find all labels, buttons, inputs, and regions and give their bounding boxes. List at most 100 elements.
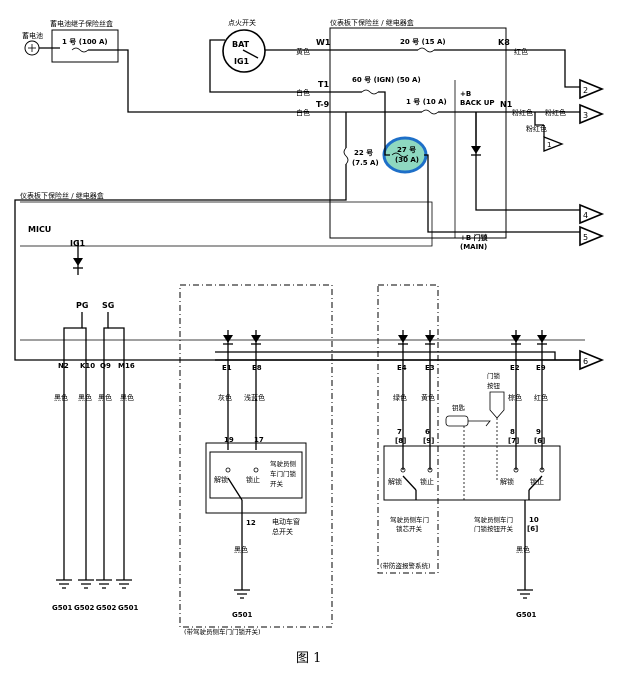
- master-color-gray: 灰色: [218, 393, 232, 402]
- svg-text:Q9: Q9: [100, 362, 111, 370]
- svg-text:[6]: [6]: [527, 525, 538, 533]
- wire-color-pink-1: 粉红色: [512, 108, 533, 117]
- battery-label: 蓄电池: [22, 31, 43, 40]
- svg-text:门锁按钮开关: 门锁按钮开关: [474, 524, 514, 533]
- svg-text:E9: E9: [536, 364, 546, 372]
- fuse-20: 20 号 (15 A): [400, 37, 446, 46]
- terminal-k8: K8: [498, 38, 510, 47]
- ignition-bat-label: BAT: [232, 40, 250, 49]
- svg-text:驾驶员侧车门: 驾驶员侧车门: [474, 515, 513, 524]
- fuse-1: 1 号 (10 A): [406, 97, 447, 106]
- svg-text:6: 6: [425, 428, 430, 436]
- driver-door-lock-switch: [209, 451, 303, 499]
- wire-color-pink-3: 粉红色: [526, 124, 547, 133]
- door-switch-body: [383, 445, 561, 501]
- svg-text:G501: G501: [52, 604, 72, 612]
- ground-pin-q9: Q9 黑色 G502: [96, 340, 116, 612]
- connector-6: 6: [579, 349, 605, 371]
- svg-text:17: 17: [254, 436, 264, 444]
- svg-text:G501: G501: [118, 604, 138, 612]
- wire-color-red: 红色: [514, 47, 528, 56]
- lock-knob-icon: [489, 391, 505, 419]
- svg-text:按钮: 按钮: [487, 381, 501, 390]
- dash-fuse-box-top: [329, 27, 507, 239]
- ground-pin-n2: N2 黑色 G501: [52, 340, 72, 612]
- svg-text:解锁: 解锁: [500, 477, 514, 486]
- svg-text:[7]: [7]: [508, 437, 519, 445]
- figure-caption: 图 1: [296, 651, 321, 666]
- svg-text:开关: 开关: [270, 479, 284, 488]
- svg-text:黑色: 黑色: [98, 393, 112, 402]
- connector-4: 4: [579, 203, 605, 225]
- dash-fuse-box-top-label: 仪表板下保险丝 / 继电器盒: [330, 18, 414, 27]
- fuse-22-a: 22 号: [354, 148, 373, 157]
- svg-text:19: 19: [224, 436, 234, 444]
- door-ground: G501: [516, 611, 536, 619]
- svg-text:7: 7: [397, 428, 402, 436]
- svg-text:电动车窗: 电动车窗: [272, 517, 300, 526]
- backup-label-b: BACK UP: [460, 99, 495, 107]
- fuse-22-b: (7.5 A): [352, 159, 379, 167]
- connector-2: 2: [579, 78, 605, 100]
- svg-text:3: 3: [583, 111, 588, 120]
- svg-text:绿色: 绿色: [393, 393, 407, 402]
- svg-text:解锁: 解锁: [214, 475, 228, 484]
- battery-fuse-box: [51, 29, 119, 63]
- ignition-switch-label: 点火开关: [228, 18, 256, 27]
- doorlock-label-b: (MAIN): [460, 243, 487, 251]
- fuse-27-highlight: [382, 136, 428, 174]
- key-label: 钥匙: [452, 403, 466, 412]
- ignition-switch: [222, 29, 266, 73]
- terminal-n1: N1: [500, 100, 513, 109]
- alarm-system-frame: [377, 284, 439, 574]
- svg-text:解锁: 解锁: [388, 477, 402, 486]
- connector-5: 5: [579, 225, 605, 247]
- main-fuse-label: 1 号 (100 A): [62, 37, 108, 46]
- battery-fuse-box-label: 蓄电池继子保险丝盒: [50, 19, 113, 28]
- svg-text:5: 5: [583, 233, 588, 242]
- wire-color-white-2: 白色: [296, 108, 310, 117]
- svg-text:锁止: 锁止: [420, 477, 434, 486]
- svg-text:黑色: 黑色: [120, 393, 134, 402]
- svg-text:红色: 红色: [534, 393, 548, 402]
- master-ground: G501: [232, 611, 252, 619]
- svg-text:车门门锁: 车门门锁: [270, 469, 297, 478]
- backup-label-a: +B: [460, 90, 471, 98]
- svg-text:黑色: 黑色: [78, 393, 92, 402]
- ground-pin-k10: K10 黑色 G502: [74, 340, 95, 612]
- svg-text:黑色: 黑色: [516, 545, 530, 554]
- key-icon: [445, 415, 469, 427]
- svg-text:总开关: 总开关: [272, 527, 293, 536]
- ground-pin-m16: M16 黑色 G501: [116, 340, 138, 612]
- svg-text:锁止: 锁止: [530, 477, 544, 486]
- svg-text:锁止: 锁止: [246, 475, 260, 484]
- dash-fuse-box-left-label: 仪表板下保险丝 / 继电器盒: [20, 191, 104, 200]
- svg-text:门锁: 门锁: [487, 371, 501, 380]
- master-footnote: (带驾驶员侧车门门锁开关): [184, 627, 261, 636]
- svg-text:[6]: [6]: [534, 437, 545, 445]
- terminal-t1: T1: [318, 80, 329, 89]
- svg-text:锁芯开关: 锁芯开关: [396, 524, 423, 533]
- svg-text:[8]: [8]: [395, 437, 406, 445]
- label-pg: PG: [76, 301, 88, 310]
- master-color-lightblue: 浅蓝色: [244, 393, 265, 402]
- wire-color-white-1: 白色: [296, 88, 310, 97]
- svg-text:驾驶员侧车门: 驾驶员侧车门: [390, 515, 429, 524]
- svg-text:G502: G502: [74, 604, 94, 612]
- svg-text:黄色: 黄色: [421, 393, 435, 402]
- ignition-ig1-label: IG1: [234, 57, 250, 66]
- svg-text:E3: E3: [425, 364, 435, 372]
- svg-text:棕色: 棕色: [508, 393, 522, 402]
- svg-text:驾驶员侧: 驾驶员侧: [270, 459, 296, 468]
- svg-text:9: 9: [536, 428, 541, 436]
- svg-text:[9]: [9]: [423, 437, 434, 445]
- terminal-w1: W1: [316, 38, 331, 47]
- svg-text:E4: E4: [397, 364, 407, 372]
- terminal-micu: MICU: [28, 225, 51, 234]
- fuse-27-a: 27 号: [397, 145, 416, 154]
- svg-text:12: 12: [246, 519, 256, 527]
- connector-3: 3: [579, 103, 605, 125]
- power-window-master-switch: [205, 442, 307, 514]
- master-pin-e1: E1: [222, 364, 232, 372]
- fuse-27-b: (30 A): [395, 156, 419, 164]
